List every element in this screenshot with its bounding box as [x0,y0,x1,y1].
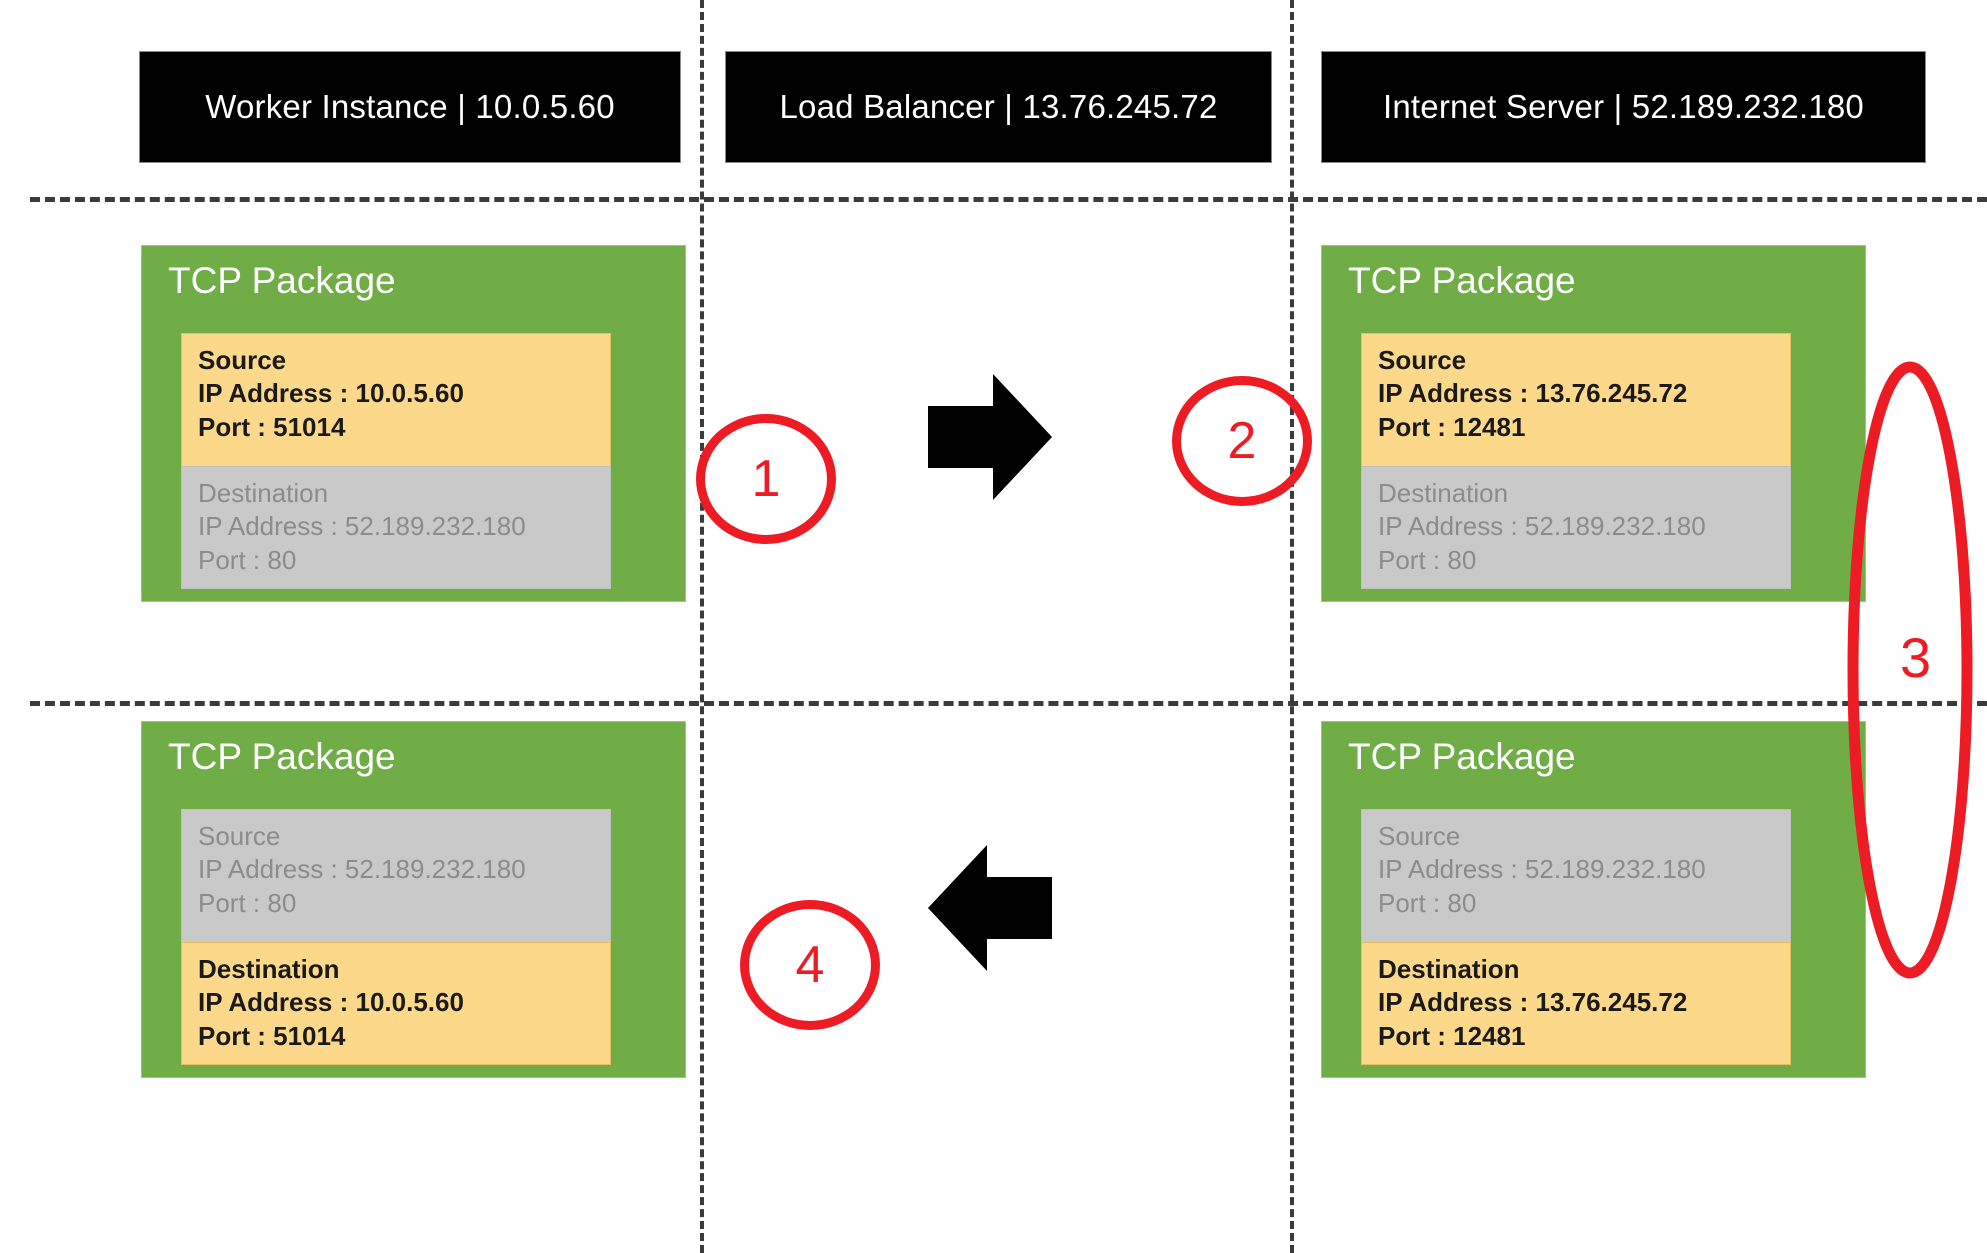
source-label: Source [198,821,281,851]
header-load-balancer: Load Balancer | 13.76.245.72 [726,52,1271,162]
destination-port: Port : 12481 [1378,1020,1526,1051]
source-ip: IP Address : 52.189.232.180 [1378,854,1706,885]
source-segment: Source IP Address : 10.0.5.60 Port : 510… [182,334,610,467]
destination-ip: IP Address : 52.189.232.180 [198,511,526,542]
destination-port: Port : 80 [1378,544,1477,575]
source-ip: IP Address : 10.0.5.60 [198,378,464,409]
row-divider-middle [30,701,1987,706]
source-port: Port : 51014 [198,411,346,442]
destination-ip: IP Address : 10.0.5.60 [198,987,464,1018]
marker-3-label: 3 [1900,626,1932,689]
tcp-package-inbound-worker: TCP Package Source IP Address : 52.189.2… [142,722,685,1077]
marker-3-ellipse [1847,361,1973,979]
arrow-left-icon [928,845,1052,971]
column-divider-1 [700,0,704,1253]
source-label: Source [1378,821,1461,851]
tcp-package-outbound-server: TCP Package Source IP Address : 13.76.24… [1322,246,1865,601]
destination-segment: Destination IP Address : 52.189.232.180 … [1362,467,1790,588]
header-worker-instance-label: Worker Instance | 10.0.5.60 [205,88,615,125]
header-internet-server: Internet Server | 52.189.232.180 [1322,52,1925,162]
source-segment: Source IP Address : 52.189.232.180 Port … [1362,810,1790,943]
tcp-package-outbound-worker: TCP Package Source IP Address : 10.0.5.6… [142,246,685,601]
header-worker-instance: Worker Instance | 10.0.5.60 [140,52,680,162]
marker-1-label: 1 [751,450,781,508]
destination-segment: Destination IP Address : 10.0.5.60 Port … [182,943,610,1064]
destination-segment: Destination IP Address : 13.76.245.72 Po… [1362,943,1790,1064]
header-internet-server-label: Internet Server | 52.189.232.180 [1383,88,1864,125]
tcp-package-title: TCP Package [168,736,396,777]
tcp-package-title: TCP Package [168,260,396,301]
source-port: Port : 80 [1378,887,1477,918]
destination-segment: Destination IP Address : 52.189.232.180 … [182,467,610,588]
destination-label: Destination [1378,478,1509,508]
source-port: Port : 80 [198,887,297,918]
tcp-package-title: TCP Package [1348,736,1576,777]
source-ip: IP Address : 52.189.232.180 [198,854,526,885]
row-divider-top [30,197,1987,202]
source-ip: IP Address : 13.76.245.72 [1378,378,1688,409]
destination-port: Port : 51014 [198,1020,346,1051]
destination-port: Port : 80 [198,544,297,575]
tcp-package-title: TCP Package [1348,260,1576,301]
source-label: Source [198,345,287,375]
marker-2-label: 2 [1227,412,1257,470]
source-segment: Source IP Address : 13.76.245.72 Port : … [1362,334,1790,467]
marker-2: 2 [1172,376,1312,506]
arrow-right-icon [928,374,1052,500]
destination-ip: IP Address : 13.76.245.72 [1378,987,1688,1018]
marker-1: 1 [696,414,836,544]
source-segment: Source IP Address : 52.189.232.180 Port … [182,810,610,943]
marker-4: 4 [740,900,880,1030]
destination-ip: IP Address : 52.189.232.180 [1378,511,1706,542]
tcp-package-inbound-server: TCP Package Source IP Address : 52.189.2… [1322,722,1865,1077]
header-load-balancer-label: Load Balancer | 13.76.245.72 [779,88,1218,125]
destination-label: Destination [198,478,329,508]
source-label: Source [1378,345,1467,375]
destination-label: Destination [1378,954,1520,984]
destination-label: Destination [198,954,340,984]
marker-4-label: 4 [795,936,825,994]
source-port: Port : 12481 [1378,411,1526,442]
column-divider-2 [1290,0,1294,1253]
